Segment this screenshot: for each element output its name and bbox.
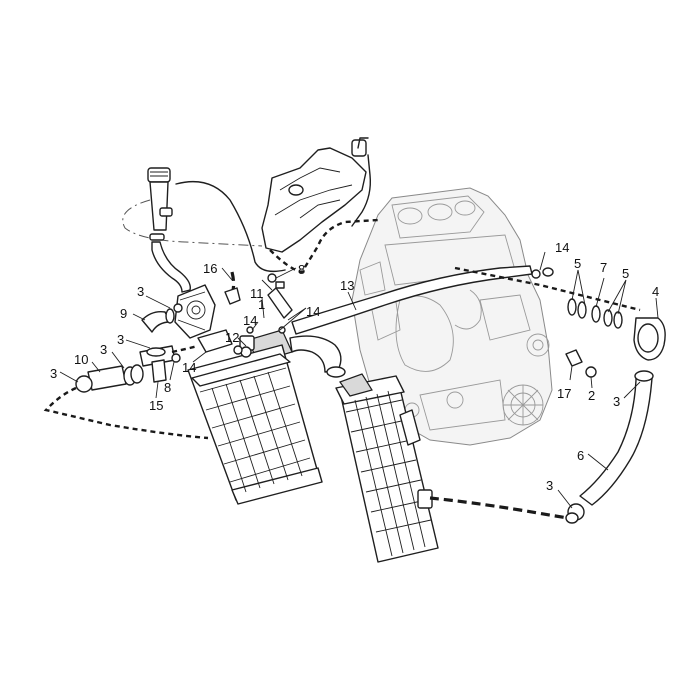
callout-17: 17	[557, 386, 571, 401]
breather-tube	[175, 180, 286, 273]
hose-6	[579, 377, 653, 506]
reference-line	[122, 199, 263, 247]
pipe-11-clamp	[275, 281, 285, 289]
callout-2: 2	[588, 388, 595, 403]
callout-3-far-left: 3	[50, 366, 57, 381]
callout-5-right: 5	[622, 266, 629, 281]
filler-hose	[151, 241, 191, 293]
overflow-tube	[351, 154, 372, 227]
temperature-sensor	[565, 349, 583, 367]
hose-6-end	[565, 512, 579, 524]
hose-10	[87, 365, 127, 391]
o-ring-14b	[246, 326, 254, 334]
clamp-left	[75, 375, 93, 393]
hose-12	[197, 329, 233, 353]
callout-6: 6	[577, 448, 584, 463]
callout-12: 12	[225, 330, 239, 345]
pipe-11	[267, 287, 293, 319]
callout-4: 4	[652, 284, 659, 299]
hose-upper-small	[224, 287, 241, 305]
callout-14-lower-left: 14	[182, 360, 196, 375]
o-ring-9	[173, 303, 183, 313]
callout-8-upper: 8	[298, 262, 305, 277]
tank-to-engine-hose	[269, 218, 379, 274]
junction-pipe	[289, 335, 342, 373]
callout-11: 11	[250, 286, 264, 301]
t-piece	[139, 345, 176, 383]
callout-9: 9	[120, 306, 127, 321]
hose-16	[228, 271, 236, 301]
hose-13	[291, 265, 533, 335]
callout-3-housing: 3	[137, 284, 144, 299]
callout-7: 7	[600, 260, 607, 275]
right-lower-hose	[429, 496, 569, 520]
callout-13: 13	[340, 278, 354, 293]
lower-left-hose	[43, 386, 209, 440]
left-radiator	[187, 335, 323, 505]
filler-hose-clamp	[149, 233, 165, 241]
hose-6-clamp-top	[634, 370, 654, 382]
o-ring-8	[267, 273, 277, 283]
clamp-10b	[130, 364, 144, 384]
thermostat-housing	[174, 284, 216, 339]
callout-1: 1	[258, 297, 265, 312]
callout-14-upper-left: 14	[243, 313, 257, 328]
callout-16: 16	[203, 261, 217, 276]
o-ring-14d	[531, 269, 541, 279]
upper-left-hose	[171, 344, 199, 354]
junction-pipe-end	[326, 366, 346, 378]
callout-3-hose-bottom: 3	[546, 478, 553, 493]
o-ring-14	[233, 345, 243, 355]
callout-14-center: 14	[306, 304, 320, 319]
sensor-washer	[585, 366, 597, 378]
callout-5-left: 5	[574, 256, 581, 271]
callout-15: 15	[149, 398, 163, 413]
callout-3-t-piece: 3	[117, 332, 124, 347]
o-ring-15	[171, 353, 181, 363]
callout-3-hose-top: 3	[613, 394, 620, 409]
leader-lines	[59, 251, 659, 509]
callout-10: 10	[74, 352, 88, 367]
engine-block	[351, 187, 553, 446]
callout-8-lower: 8	[164, 380, 171, 395]
right-radiator	[335, 373, 439, 563]
expansion-tank	[261, 137, 369, 253]
callout-14-right: 14	[555, 240, 569, 255]
elbow-clamp	[165, 308, 175, 324]
callout-3-mid-left: 3	[100, 342, 107, 357]
callouts: 14 5 7 5 4 3 6 3 2 17 3 10 3 3 9 3 15 8 …	[50, 240, 659, 493]
o-ring-14c	[278, 326, 286, 334]
filler-cap	[147, 167, 173, 231]
right-pipe-fitting	[454, 266, 666, 361]
